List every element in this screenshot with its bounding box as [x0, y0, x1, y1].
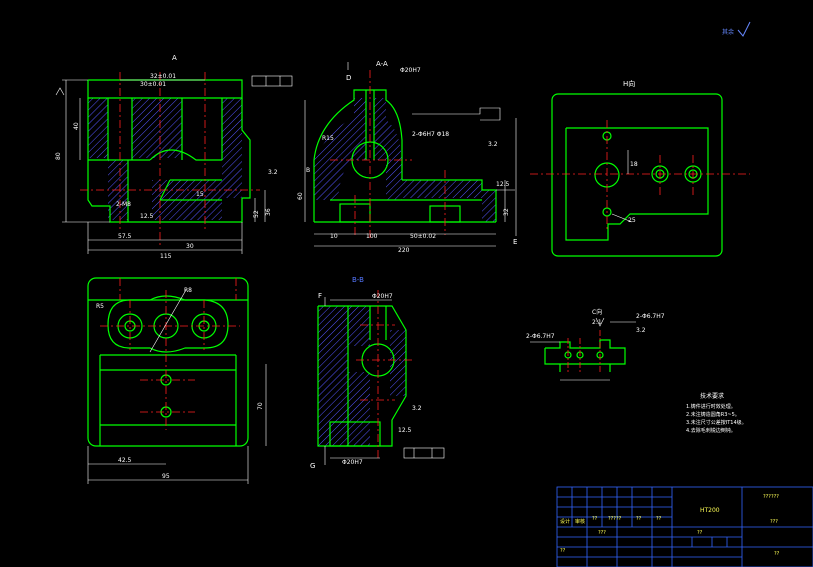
- section-bb-roughness: 3.2: [412, 405, 422, 412]
- section-aa-dimensions: [304, 62, 517, 247]
- top-dim-r8: R8: [184, 287, 192, 294]
- front-dim-bottom-1: 57.5: [118, 233, 132, 240]
- section-aa-height: 60: [297, 192, 304, 200]
- front-dim-top-2: 30±0.01: [140, 81, 166, 88]
- top-view-dimensions: [87, 289, 267, 484]
- section-bb-dimensions: [324, 297, 445, 465]
- section-bb-label: B-B: [352, 276, 364, 284]
- title-block-sheet-cell: ??: [774, 551, 780, 557]
- top-view: [87, 277, 267, 484]
- section-aa-right-2: 12.5: [496, 181, 510, 188]
- top-view-centerlines: [100, 278, 240, 430]
- side-view-dimensions: [611, 150, 633, 223]
- title-block-cell-9: ??: [560, 548, 566, 554]
- notes-item-4: 4.去除毛刺锐边倒钝。: [686, 427, 736, 434]
- section-aa-holes: 2-Φ6H7 Φ18: [412, 131, 449, 138]
- section-aa-side: B: [306, 167, 310, 174]
- detail-view-dimensions: [530, 317, 636, 381]
- front-dim-bottom-2: 30: [186, 243, 194, 250]
- section-bb-bottom-fit: Φ20H7: [342, 459, 363, 466]
- section-aa-centerlines: [330, 70, 446, 240]
- section-aa-bottom-circle: E: [513, 238, 517, 246]
- front-dim-inner-height: 40: [73, 122, 80, 130]
- section-aa-overall: 220: [398, 247, 410, 254]
- section-bb-circle-bottom: G: [310, 462, 315, 470]
- side-dim-2: 25: [628, 217, 636, 224]
- side-view-centerlines: [530, 120, 750, 232]
- front-dim-left-height: 80: [55, 152, 62, 160]
- detail-scale: 2:1: [592, 319, 602, 326]
- top-dim-r5: R5: [96, 303, 104, 310]
- front-dim-top-1: 32±0.01: [150, 73, 176, 80]
- front-dim-fit-2: 12.5: [140, 213, 154, 220]
- section-aa-top-fit: Φ20H7: [400, 67, 421, 74]
- title-block-cell-6: ??: [656, 516, 662, 522]
- title-block-cell-1: 设计: [560, 518, 570, 525]
- title-block-scale-cell: ???: [770, 519, 778, 525]
- section-bb-hatch: [318, 306, 406, 446]
- detail-view: [530, 317, 636, 381]
- front-view-marker-lines: [55, 75, 293, 96]
- title-block-material: HT200: [700, 507, 720, 514]
- section-aa-bottom-3: 50±0.02: [410, 233, 436, 240]
- title-block-cell-7: ??: [697, 530, 703, 536]
- title-block-cell-3: ??: [592, 516, 598, 522]
- detail-label-right: 2-Φ6.7H7: [636, 313, 665, 320]
- front-roughness: 3.2: [268, 169, 278, 176]
- section-aa-circle-label: D: [346, 74, 351, 82]
- title-block-cell-5: ??: [636, 516, 642, 522]
- section-aa-right-1: 32: [503, 208, 510, 216]
- section-bb-side: 12.5: [398, 427, 412, 434]
- front-dim-fit-1: 2-M8: [116, 201, 131, 208]
- section-bb-centerlines: [356, 290, 414, 460]
- front-dim-right-2: 36: [265, 208, 272, 216]
- front-view-dimensions: [62, 79, 266, 254]
- notes-item-2: 2.未注铸造圆角R3~5。: [686, 411, 740, 418]
- corner-roughness-label: 其余: [722, 28, 734, 36]
- detail-view-centerlines: [567, 330, 601, 372]
- side-view: [530, 93, 750, 257]
- section-bb-view: [317, 290, 445, 465]
- front-dim-fit-3: 15: [196, 191, 204, 198]
- side-dim-1: 18: [630, 161, 638, 168]
- front-view-marker: A: [172, 54, 177, 62]
- front-view: [55, 72, 293, 254]
- title-block-cell-4: ?????: [608, 516, 622, 522]
- section-aa-view: [304, 62, 517, 247]
- detail-label-left: 2-Φ6.7H7: [526, 333, 555, 340]
- section-bb-top-fit: Φ20H7: [372, 293, 393, 300]
- section-aa-label: A-A: [376, 60, 388, 68]
- front-dim-overall: 115: [160, 253, 172, 260]
- front-view-centerlines: [80, 72, 260, 245]
- side-view-label: H向: [623, 79, 635, 88]
- notes-item-3: 3.未注尺寸公差按IT14级。: [686, 419, 747, 426]
- detail-roughness: 3.2: [636, 327, 646, 334]
- notes-item-1: 1.铸件进行时效处理。: [686, 403, 736, 410]
- detail-mark: C向: [592, 308, 602, 316]
- section-bb-circle-top: F: [318, 292, 322, 300]
- title-block: [556, 486, 813, 567]
- title-block-drawing-no: ??????: [763, 494, 779, 500]
- title-block-cell-2: 审核: [575, 518, 585, 525]
- section-aa-bottom-1: 10: [330, 233, 338, 240]
- title-block-cell-8: ???: [598, 530, 606, 536]
- top-dim-right: 70: [257, 402, 264, 410]
- section-aa-r15: R15: [322, 135, 334, 142]
- notes-title: 技术要求: [700, 392, 724, 400]
- section-aa-bottom-2: 100: [366, 233, 378, 240]
- corner-roughness-symbol: [737, 21, 751, 37]
- section-aa-roughness: 3.2: [488, 141, 498, 148]
- top-dim-bottom-1: 42.5: [118, 457, 132, 464]
- front-dim-right-1: 52: [253, 210, 260, 218]
- top-dim-overall: 95: [162, 473, 170, 480]
